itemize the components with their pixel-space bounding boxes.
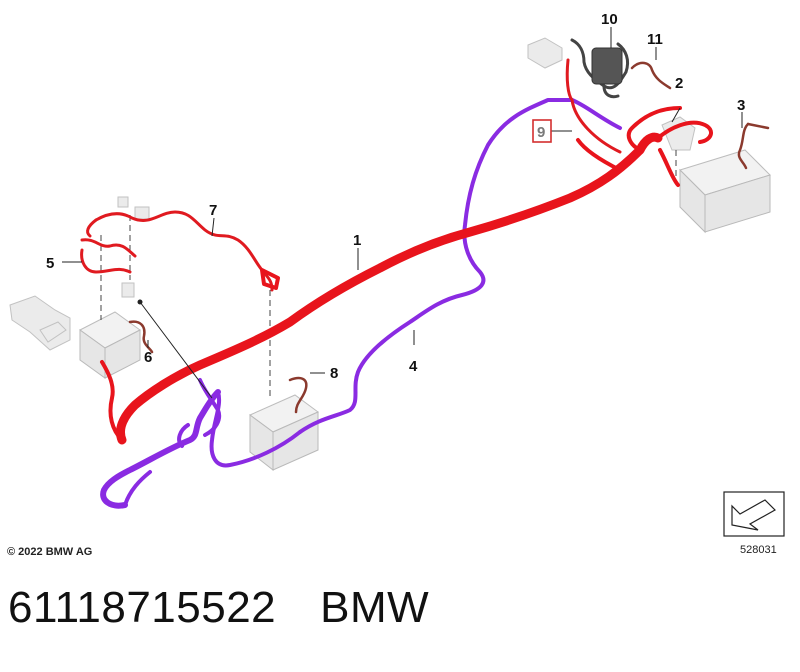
- callout-leaders: [62, 27, 743, 399]
- ground-strap-3: [737, 122, 770, 170]
- callout-anchor-dot: [137, 299, 143, 305]
- callout-5: 5: [46, 255, 54, 272]
- footer-caption: 61118715522 BMW: [8, 583, 429, 633]
- callout-8: 8: [330, 365, 338, 382]
- callout-9-highlight-box: [532, 119, 552, 143]
- harness-10: [570, 38, 630, 99]
- callout-6: 6: [144, 349, 152, 366]
- brand-name: BMW: [320, 583, 430, 632]
- callout-1: 1: [353, 232, 361, 249]
- part-number: 61118715522: [8, 583, 277, 632]
- reference-number: 528031: [740, 544, 777, 556]
- ground-strap-11: [630, 61, 672, 90]
- direction-arrow-icon: [723, 491, 785, 537]
- cable-harness-7: [80, 210, 280, 292]
- callout-7: 7: [209, 202, 217, 219]
- callout-10: 10: [601, 11, 618, 28]
- callout-3: 3: [737, 97, 745, 114]
- copyright-text: © 2022 BMW AG: [7, 546, 92, 558]
- cable-main-1: [100, 58, 713, 445]
- callout-4: 4: [409, 358, 418, 375]
- callout-11: 11: [647, 31, 663, 48]
- connector-top-right: [527, 37, 563, 69]
- dashed-guides: [100, 150, 677, 400]
- bracket-left: [9, 295, 71, 351]
- cable-secondary-4: [100, 98, 622, 509]
- ground-strap-6: [128, 320, 154, 354]
- battery-rear-right: [679, 149, 771, 234]
- battery-front-left: [79, 311, 141, 379]
- connector-small-left: [117, 196, 150, 298]
- callout-9: 9: [537, 124, 545, 141]
- battery-center: [249, 394, 319, 472]
- callout-2: 2: [675, 75, 683, 92]
- ground-strap-8: [288, 376, 308, 414]
